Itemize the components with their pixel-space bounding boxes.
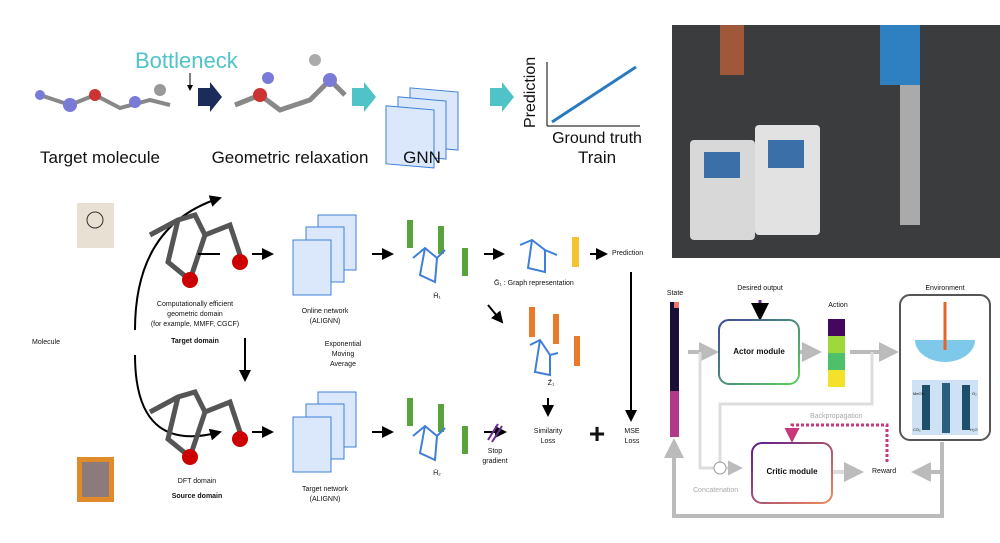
online-network-layers [292, 214, 357, 296]
graph-representation-label: Ḡ₁ : Graph representation [494, 280, 574, 287]
state-label: State [666, 290, 684, 297]
prediction-label: Prediction [612, 250, 644, 257]
online-network-label: Online network(ALIGNN) [301, 308, 349, 325]
target-network-layers [292, 391, 357, 473]
arrow-navy [198, 82, 222, 112]
h1-label: H̄₁ [433, 293, 441, 300]
target-domain-label: Target domain [171, 338, 219, 345]
action-label: Action [828, 302, 848, 309]
plus-sign: + [588, 418, 606, 449]
target-molecule-label: Target molecule [39, 148, 161, 167]
molecule-label: Molecule [31, 339, 61, 346]
concatenation-icon [713, 461, 727, 475]
env-label-h2o: H₂O [970, 427, 978, 432]
gnn-label: GNN [403, 148, 441, 167]
cat-colorful-image [77, 457, 114, 502]
z1-projection [529, 307, 580, 377]
geometric-relaxation-label: Geometric relaxation [211, 148, 369, 167]
action-bar [828, 319, 845, 387]
state-bar [670, 302, 679, 437]
reward-label: Reward [872, 468, 897, 475]
actor-module-label: Actor module [733, 347, 785, 356]
relaxed-molecule-image [234, 54, 347, 113]
critic-module-label: Critic module [766, 467, 818, 476]
molecule-source-domain [148, 389, 248, 465]
molecule-target-domain [148, 212, 248, 288]
y-axis-label: Prediction [522, 56, 539, 128]
critic-module-box [751, 442, 833, 504]
h2-label: H̄₂ [433, 470, 441, 477]
bottleneck-label: Bottleneck [135, 48, 238, 73]
h1-embedding [407, 220, 468, 284]
target-molecule-image [35, 84, 171, 112]
actor-module-box [718, 319, 800, 385]
h2-embedding [407, 398, 468, 462]
source-domain-label: Source domain [171, 493, 223, 500]
desired-output-label: Desired output [737, 285, 783, 292]
train-label: Train [577, 148, 617, 167]
env-label-co2: CO₂ [913, 427, 921, 432]
stop-gradient-icon [487, 423, 503, 443]
dft-domain-label: DFT domain [177, 478, 217, 485]
graph-representation [519, 237, 579, 274]
cat-sketch-image [77, 203, 114, 248]
backpropagation-label: Backpropagation [810, 413, 863, 420]
gnn-layers [385, 87, 459, 169]
x-axis-label: Ground truth [552, 130, 642, 147]
env-label-o2: O₂ [972, 391, 977, 396]
environment-label: Environment [925, 285, 965, 292]
z1-label: Z̄₁ [547, 380, 555, 387]
train-scatter-plot [546, 62, 640, 127]
target-network-label: Target network(ALIGNN) [302, 486, 348, 503]
env-label-meoh: MeOH [913, 391, 925, 396]
concatenation-label: Concatenation [693, 487, 739, 494]
